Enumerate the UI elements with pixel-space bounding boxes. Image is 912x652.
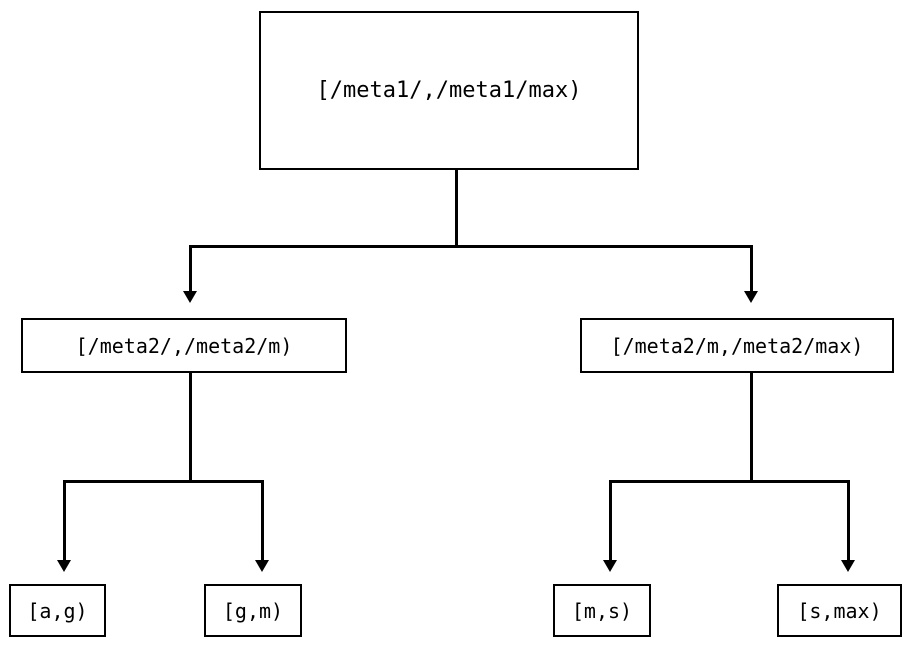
tree-node-mid-right[interactable]: [/meta2/m,/meta2/max) [580, 318, 894, 373]
tree-node-leaf-ms-label: [m,s) [571, 598, 633, 623]
edge-mid-right-to-leaf-smax [847, 480, 850, 560]
arrowhead-mid-left-to-leaf-gm-icon [255, 560, 269, 572]
tree-node-mid-right-label: [/meta2/m,/meta2/max) [610, 333, 864, 358]
edge-mid-left-split-bar [63, 480, 264, 483]
edge-mid-left-to-leaf-gm [261, 480, 264, 560]
edge-mid-right-split-bar [609, 480, 850, 483]
tree-node-mid-left[interactable]: [/meta2/,/meta2/m) [21, 318, 347, 373]
tree-node-root[interactable]: [/meta1/,/meta1/max) [259, 11, 639, 170]
tree-node-leaf-gm-label: [g,m) [222, 598, 284, 623]
arrowhead-mid-left-to-leaf-ag-icon [57, 560, 71, 572]
tree-node-leaf-ag-label: [a,g) [27, 598, 88, 623]
edge-mid-right-to-leaf-ms [609, 480, 612, 560]
tree-node-root-label: [/meta1/,/meta1/max) [316, 77, 582, 103]
tree-node-leaf-ag[interactable]: [a,g) [9, 584, 106, 637]
arrowhead-root-to-mid-left-icon [183, 291, 197, 303]
edge-root-to-mid-right [750, 245, 753, 291]
arrowhead-mid-right-to-leaf-smax-icon [841, 560, 855, 572]
tree-node-leaf-smax-label: [s,max) [797, 598, 882, 623]
tree-node-leaf-ms[interactable]: [m,s) [553, 584, 651, 637]
tree-node-leaf-smax[interactable]: [s,max) [777, 584, 902, 637]
arrowhead-root-to-mid-right-icon [744, 291, 758, 303]
edge-mid-left-to-leaf-ag [63, 480, 66, 560]
edge-root-split-bar [189, 245, 753, 248]
tree-node-leaf-gm[interactable]: [g,m) [204, 584, 302, 637]
arrowhead-mid-right-to-leaf-ms-icon [603, 560, 617, 572]
tree-node-mid-left-label: [/meta2/,/meta2/m) [75, 333, 293, 358]
edge-root-to-mid-left [189, 245, 192, 291]
edge-mid-left-stem [189, 373, 192, 483]
edge-root-stem [455, 170, 458, 248]
edge-mid-right-stem [750, 373, 753, 483]
